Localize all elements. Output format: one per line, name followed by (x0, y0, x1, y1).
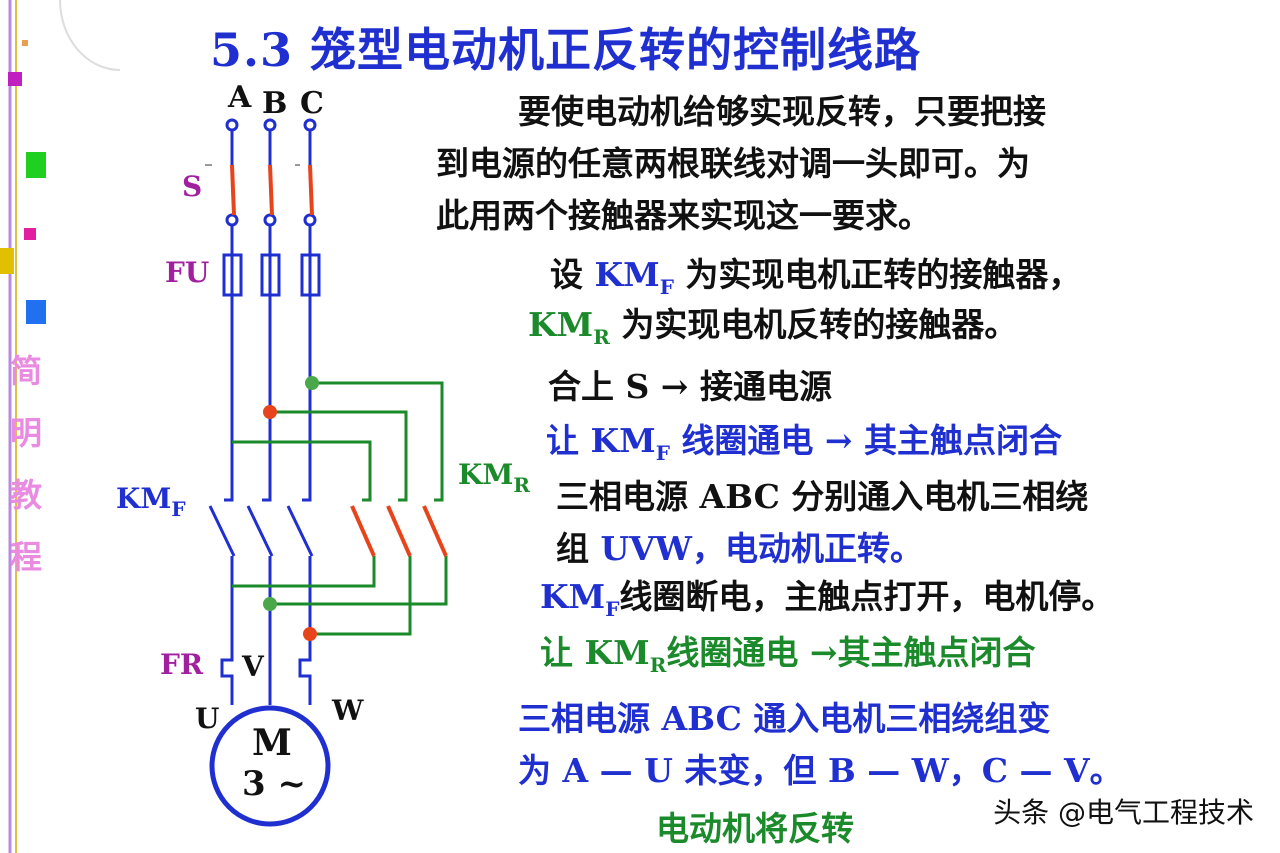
label-u: U (195, 702, 220, 735)
explain-line-4: 让 KMF 线圈通电 → 其主触点闭合 (546, 421, 1063, 465)
explain-line-5: 三相电源 ABC 分别通入电机三相绕 (556, 477, 1089, 516)
intro-paragraph: 要使电动机给够实现反转，只要把接 到电源的任意两根联线对调一头即可。为 此用两个… (436, 86, 1046, 242)
label-phase-a: A (228, 80, 252, 115)
motor-label-phase: 3 ~ (242, 764, 306, 804)
label-fuse: FU (165, 256, 210, 289)
watermark: 头条 @电气工程技术 (993, 796, 1254, 829)
label-phase-c: C (300, 86, 324, 121)
intro-line-3: 此用两个接触器来实现这一要求。 (436, 196, 931, 235)
page-title: 5.3 笼型电动机正反转的控制线路 (210, 23, 922, 77)
explain-line-7: KMF线圈断电，主触点打开，电机停。 (540, 577, 1115, 621)
explain-line-8: 让 KMR线圈通电 →其主触点闭合 (540, 633, 1036, 677)
label-phase-b: B (262, 86, 288, 121)
label-kmr: KMR (458, 458, 530, 497)
explain-line-9: 三相电源 ABC 通入电机三相绕组变 (518, 699, 1051, 738)
explain-line-10: 为 A — U 未变，但 B — W，C — V。 (518, 751, 1123, 790)
intro-line-2: 到电源的任意两根联线对调一头即可。为 (436, 144, 1030, 183)
intro-line-1: 要使电动机给够实现反转，只要把接 (518, 92, 1046, 131)
explain-line-3: 合上 S → 接通电源 (548, 367, 832, 406)
motor-label-m: M (252, 722, 292, 764)
explain-line-1: 设 KMF 为实现电机正转的接触器， (550, 255, 1082, 299)
side-title-text: 简明教程 (9, 352, 42, 576)
explain-line-11: 电动机将反转 (656, 809, 854, 848)
label-kmf: KMF (116, 482, 186, 521)
label-fr: FR (160, 648, 204, 681)
explain-line-6: 组 UVW，电动机正转。 (556, 529, 923, 568)
label-w: W (332, 694, 364, 727)
explain-line-2: KMR 为实现电机反转的接触器。 (528, 305, 1018, 349)
label-switch: S (182, 170, 203, 203)
label-v: V (242, 650, 264, 683)
